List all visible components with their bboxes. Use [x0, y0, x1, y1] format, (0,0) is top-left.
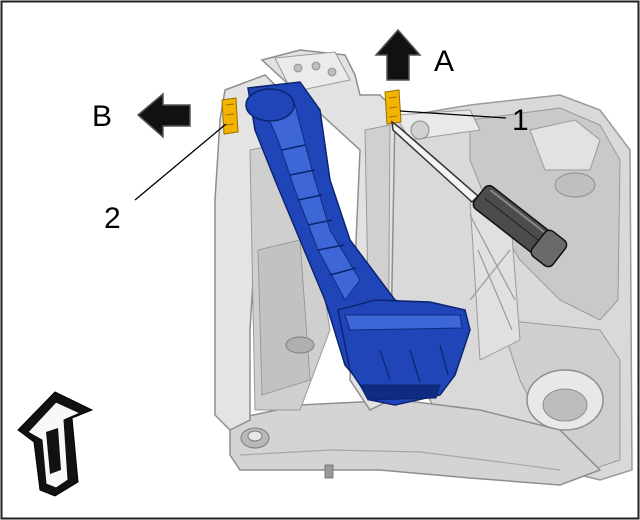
- callout-2-label: 2: [104, 202, 121, 235]
- arrow-left-icon: [136, 92, 191, 139]
- callout-1-leader: [399, 110, 507, 119]
- screwdriver-icon: [391, 120, 568, 268]
- retaining-clip-2: [221, 97, 239, 135]
- callout-1-label: 1: [512, 104, 529, 137]
- pedal: [245, 81, 471, 406]
- arrow-a-label: A: [434, 45, 454, 78]
- arrow-up-icon: [374, 28, 422, 81]
- retaining-clip-1: [384, 89, 402, 125]
- callout-2-leader: [134, 123, 227, 201]
- arrow-b-label: B: [92, 100, 112, 133]
- vehicle-direction-arrow-icon: [17, 391, 94, 497]
